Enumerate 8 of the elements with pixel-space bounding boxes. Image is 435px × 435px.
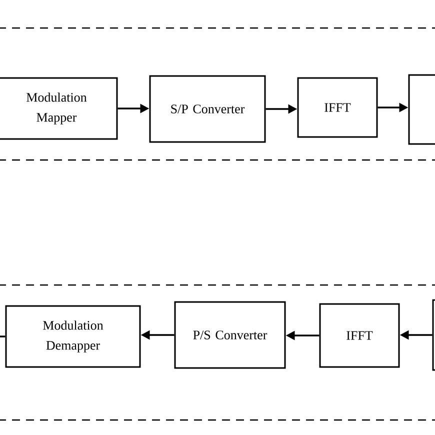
process-box: IFFT xyxy=(297,77,378,138)
process-box xyxy=(432,299,435,371)
process-box: Modulation Mapper xyxy=(0,77,118,140)
process-box xyxy=(408,74,435,145)
process-box: P/S Converter xyxy=(174,301,286,369)
process-box: S/P Converter xyxy=(149,75,266,143)
process-box: Modulation Demapper xyxy=(5,305,141,368)
process-box: IFFT xyxy=(319,303,400,368)
